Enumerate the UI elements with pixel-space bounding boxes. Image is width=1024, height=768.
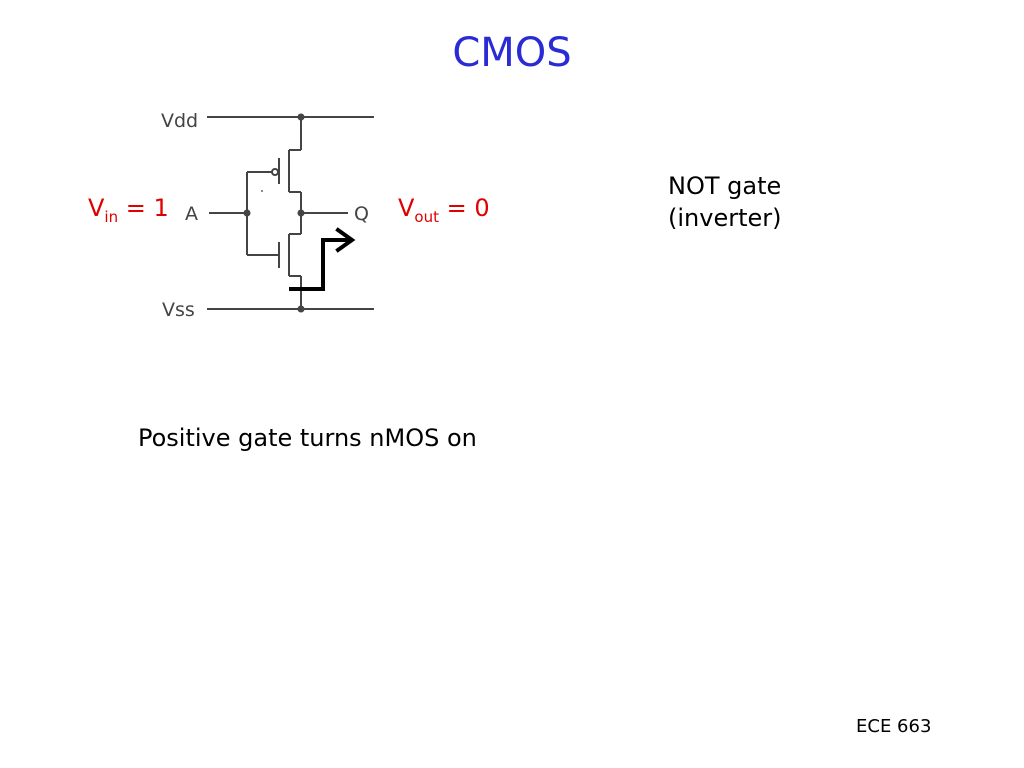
gate-description-line2: (inverter) (668, 204, 782, 232)
caption-text: Positive gate turns nMOS on (138, 424, 477, 452)
gate-description-line1: NOT gate (668, 172, 782, 200)
vin-label: Vin = 1 (88, 194, 169, 226)
input-node-label: A (185, 203, 198, 225)
gate-description: NOT gate (inverter) (668, 170, 781, 234)
current-flow-arrow (289, 227, 356, 291)
vdd-label: Vdd (161, 110, 198, 132)
schematic-dot (261, 190, 263, 192)
output-node-label: Q (354, 203, 369, 225)
vout-label: Vout = 0 (398, 194, 490, 226)
slide-footer: ECE 663 (856, 716, 932, 737)
circuit-wires (207, 113, 374, 313)
vss-label: Vss (162, 299, 195, 321)
pmos-gate-bubble (271, 168, 279, 176)
slide-title: CMOS (452, 30, 572, 76)
